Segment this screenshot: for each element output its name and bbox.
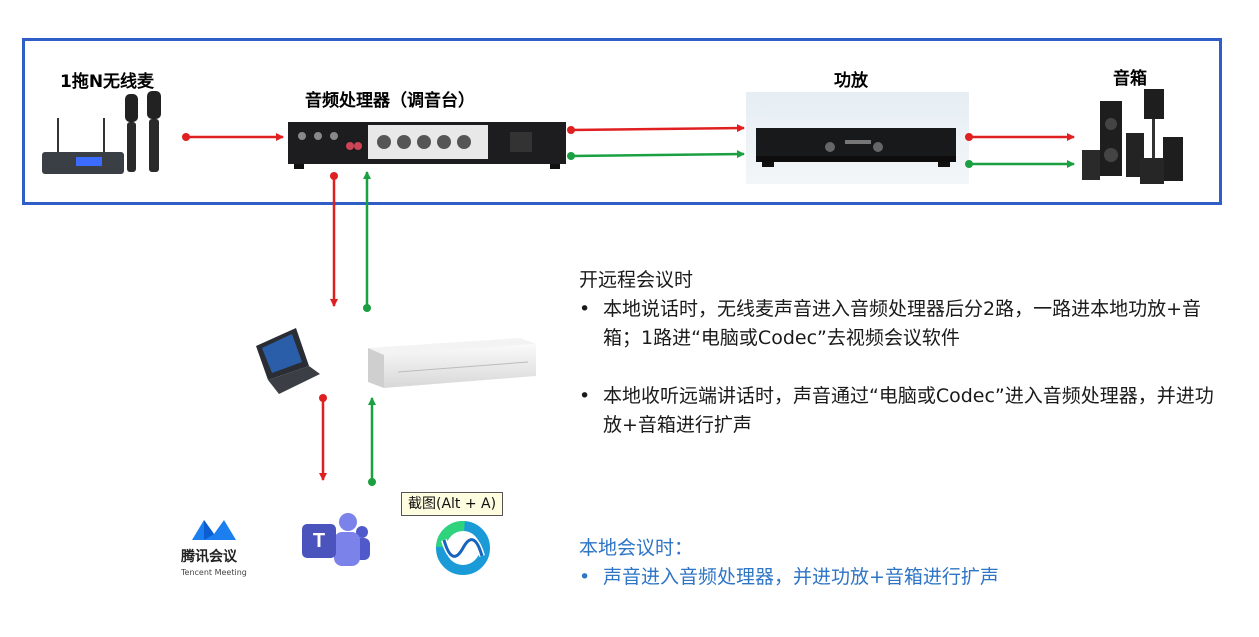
remote-item-2-text: 本地收听远端讲话时，声音通过“电脑或Codec”进入音频处理器，并进功放+音箱进…: [603, 385, 1214, 436]
webex-logo: [436, 521, 490, 575]
amp-label: 功放: [834, 71, 868, 91]
processor-label: 音频处理器（调音台）: [305, 91, 475, 111]
speakers-image: [1082, 89, 1183, 184]
local-system-frame: [22, 38, 1222, 205]
remote-meeting-heading: 开远程会议时: [579, 269, 694, 291]
signal-arrows: [182, 124, 1075, 486]
teams-letter: T: [312, 530, 326, 552]
local-item-1-text: 声音进入音频处理器，并进功放+音箱进行扩声: [603, 566, 999, 588]
teams-logo: [302, 513, 370, 566]
local-meeting-heading: 本地会议时：: [579, 537, 694, 559]
mic-label: 1拖N无线麦: [60, 72, 155, 92]
local-meeting-block: 本地会议时： •声音进入音频处理器，并进功放+音箱进行扩声: [579, 534, 1229, 592]
audio-processor-image: [288, 122, 566, 169]
laptop-image: [256, 328, 320, 394]
local-item-1: •声音进入音频处理器，并进功放+音箱进行扩声: [579, 566, 999, 588]
remote-item-2: •本地收听远端讲话时，声音通过“电脑或Codec”进入音频处理器，并进功放+音箱…: [579, 385, 1214, 436]
wireless-mic-image: [42, 91, 161, 174]
tencent-meeting-logo: [192, 520, 236, 540]
speakers-label: 音箱: [1113, 69, 1147, 89]
tencent-meeting-subtitle: Tencent Meeting: [181, 568, 247, 577]
remote-item-1: •本地说话时，无线麦声音进入音频处理器后分2路，一路进本地功放+音箱；1路进“电…: [579, 298, 1202, 349]
remote-meeting-block: 开远程会议时 •本地说话时，无线麦声音进入音频处理器后分2路，一路进本地功放+音…: [579, 266, 1229, 440]
remote-item-1-text: 本地说话时，无线麦声音进入音频处理器后分2路，一路进本地功放+音箱；1路进“电脑…: [603, 298, 1202, 349]
tencent-meeting-name: 腾讯会议: [181, 549, 237, 565]
amplifier-image: [746, 92, 969, 184]
screenshot-tooltip: 截图(Alt + A): [401, 492, 504, 516]
codec-image: [368, 338, 536, 388]
